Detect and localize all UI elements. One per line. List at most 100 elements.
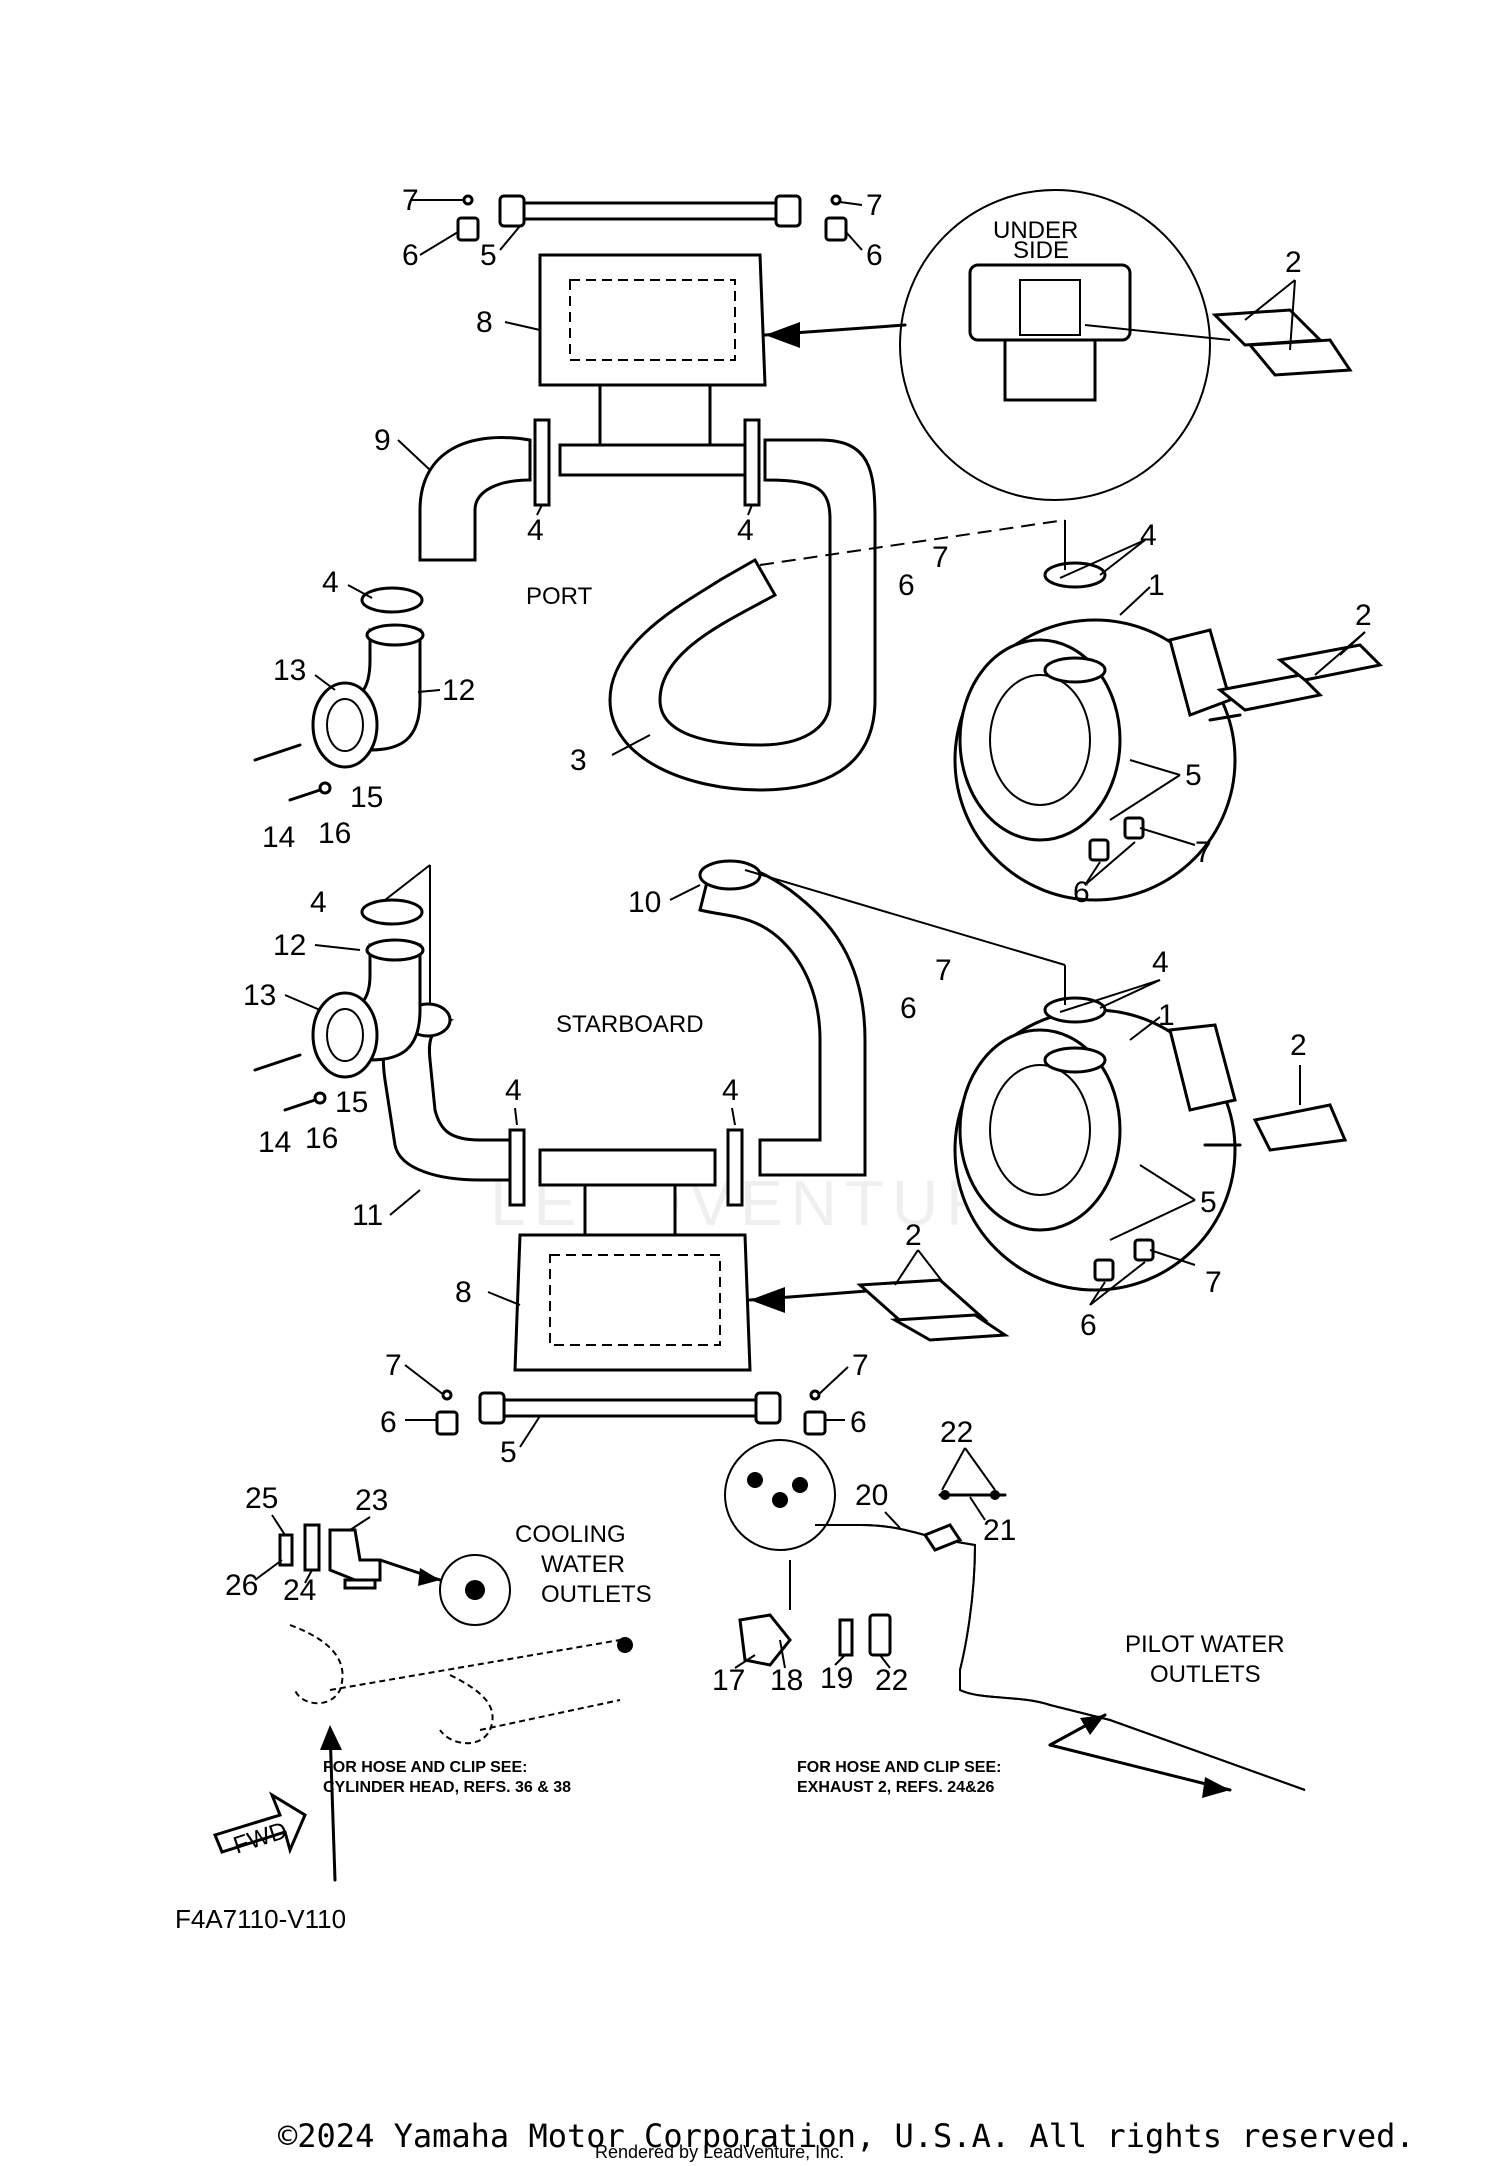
- clip-top-right: [824, 216, 848, 242]
- pilot-label-1: PILOT WATER: [1125, 1631, 1285, 1658]
- callout: 15: [335, 1086, 368, 1119]
- callout: 2: [905, 1219, 922, 1252]
- under-side-label-1: UNDER: [993, 217, 1078, 244]
- port-label: PORT: [526, 583, 593, 610]
- pad-2-b: [1246, 338, 1353, 377]
- pilot-label-2: OUTLETS: [1150, 1661, 1261, 1688]
- callout: 14: [262, 821, 295, 854]
- starboard-label: STARBOARD: [556, 1011, 704, 1038]
- note-exh-1: FOR HOSE AND CLIP SEE:: [797, 1759, 1001, 1776]
- pilot-section: [724, 1439, 1306, 1798]
- callout: 12: [273, 929, 306, 962]
- callout: 8: [476, 306, 493, 339]
- clip-top-left: [456, 216, 480, 242]
- note-exh-2: EXHAUST 2, REFS. 24&26: [797, 1779, 995, 1796]
- detail-circle: [724, 1439, 836, 1551]
- clamp-4-left: [533, 418, 551, 507]
- callout: 4: [310, 886, 327, 919]
- callout: 6: [850, 1406, 867, 1439]
- air-box-1-starboard: [953, 1008, 1237, 1292]
- under-side-inset: [899, 189, 1231, 501]
- clamp-4-stbd-right: [726, 1128, 744, 1207]
- callout: 5: [1200, 1186, 1217, 1219]
- port-section: [253, 189, 1384, 902]
- callout: 11: [352, 1199, 383, 1232]
- part-25: [303, 1523, 321, 1572]
- arrow-head-top: [765, 322, 800, 348]
- copyright: ©2024 Yamaha Motor Corporation, U.S.A. A…: [278, 2117, 1415, 2155]
- bolt-14: [253, 743, 302, 762]
- callout: 2: [1290, 1029, 1307, 1062]
- clamp-4-lower: [360, 586, 424, 614]
- callout: 15: [350, 781, 383, 814]
- callout: 4: [527, 514, 544, 547]
- callout: 7: [385, 1349, 402, 1382]
- screw-top-left: [462, 194, 474, 206]
- clip-bottom-right: [803, 1410, 827, 1436]
- cooling-section: [212, 1523, 633, 1882]
- clamp-4-airbox: [1043, 561, 1107, 589]
- fwd-label: FWD: [230, 1817, 290, 1860]
- callout: 2: [1285, 246, 1302, 279]
- callout: 4: [322, 566, 339, 599]
- callout: 20: [855, 1479, 888, 1512]
- pad-2-a: [1211, 308, 1324, 347]
- flame-arrester-13: [311, 681, 379, 769]
- callout: 1: [1158, 999, 1175, 1032]
- pad-2-f: [1252, 1103, 1348, 1152]
- callout: 8: [455, 1276, 472, 1309]
- callout: 1: [1148, 569, 1165, 602]
- part-26: [278, 1533, 294, 1567]
- callout: 4: [1140, 519, 1157, 552]
- callout: 5: [480, 239, 497, 272]
- strap-top: [498, 194, 802, 228]
- air-box-1-port: [953, 618, 1237, 902]
- callout: 6: [866, 239, 883, 272]
- leader-lines: [254, 199, 1366, 1669]
- diagram-code: F4A7110-V110: [175, 1904, 346, 1934]
- callout: 2: [1355, 599, 1372, 632]
- callout: 26: [225, 1569, 258, 1602]
- flame-arrester-13-stbd: [311, 991, 379, 1079]
- callout: 6: [900, 992, 917, 1025]
- part-23: [328, 1528, 382, 1582]
- clamp-4-airbox-stbd: [1043, 996, 1107, 1024]
- callout: 7: [1195, 836, 1212, 869]
- callout: 17: [712, 1664, 745, 1697]
- clip-bottom-left: [435, 1410, 459, 1436]
- callout: 5: [500, 1436, 517, 1469]
- callout: 6: [1073, 876, 1090, 909]
- cooling-label-2: WATER: [541, 1551, 625, 1578]
- callout: 18: [770, 1664, 803, 1697]
- callout: 23: [355, 1484, 388, 1517]
- callout: 16: [318, 817, 351, 850]
- pad-2-c: [1216, 673, 1324, 712]
- fwd-arrow: [212, 1791, 307, 1855]
- callout: 7: [852, 1349, 869, 1382]
- hose-3: [608, 438, 877, 792]
- muffler-box-top: [538, 253, 767, 477]
- callout: 22: [940, 1416, 973, 1449]
- callout: 5: [1185, 759, 1202, 792]
- clamp-4-stbd-left: [508, 1128, 526, 1207]
- clamp-4-stbd-upper: [360, 898, 424, 926]
- callout: 7: [866, 189, 883, 222]
- callout: 3: [570, 744, 587, 777]
- note-cyl-2: CYLINDER HEAD, REFS. 36 & 38: [323, 1779, 571, 1796]
- cooling-label-1: COOLING: [515, 1521, 626, 1548]
- callout: 6: [1080, 1309, 1097, 1342]
- cooling-label-3: OUTLETS: [541, 1581, 652, 1608]
- callout: 16: [305, 1122, 338, 1155]
- callout: 4: [722, 1074, 739, 1107]
- callout: 24: [283, 1574, 316, 1607]
- callout: 10: [628, 886, 661, 919]
- note-cyl-1: FOR HOSE AND CLIP SEE:: [323, 1759, 527, 1776]
- hose-10: [698, 864, 867, 1177]
- callout: 12: [442, 674, 475, 707]
- callout: 4: [505, 1074, 522, 1107]
- callout: 21: [983, 1514, 1016, 1547]
- hose-9: [418, 436, 532, 562]
- callouts: 7 6 5 7 6 8 2 9 4 4 4 7 6 4 1 2 13 12 3 …: [225, 184, 1372, 1697]
- clip-6-port-a: [1088, 838, 1110, 862]
- callout: 25: [245, 1482, 278, 1515]
